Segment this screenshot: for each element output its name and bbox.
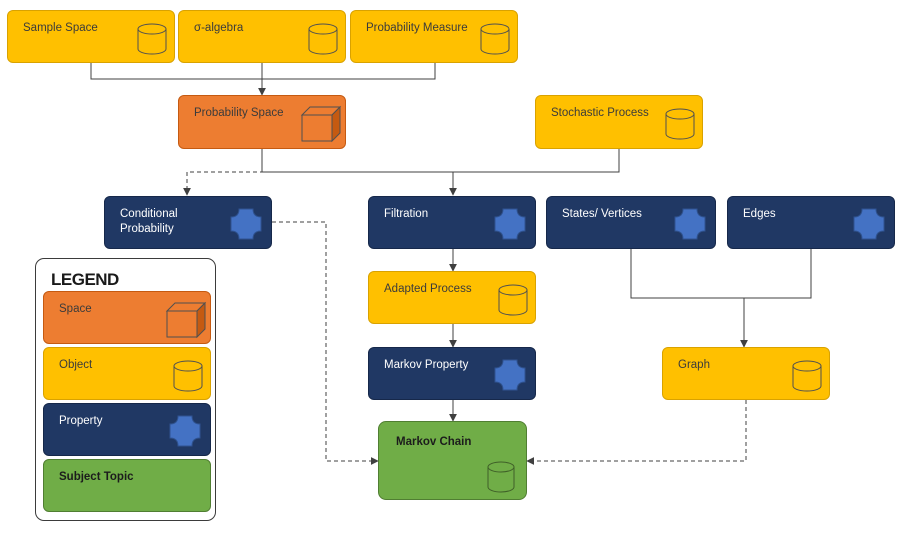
node-label: Probability Measure — [366, 22, 468, 34]
probability-measure-node[interactable]: Probability Measure — [350, 10, 518, 63]
cube-icon — [165, 301, 207, 339]
node-label: Probability Space — [194, 107, 284, 119]
node-label: Edges — [743, 208, 776, 220]
legend: LEGEND Space Object Property Subject Top… — [35, 258, 216, 521]
cylinder-icon — [137, 23, 167, 55]
node-label: Sample Space — [23, 22, 98, 34]
node-label: Markov Property — [384, 359, 469, 371]
stochastic-process-node[interactable]: Stochastic Process — [535, 95, 703, 149]
cube-icon — [300, 105, 342, 143]
connector-probability-space — [261, 149, 620, 173]
node-label: Adapted Process — [384, 283, 472, 295]
legend-label: Space — [59, 303, 92, 315]
connector-states-edges — [630, 248, 812, 299]
cylinder-icon — [480, 23, 510, 55]
node-label: σ-algebra — [194, 22, 244, 34]
legend-label: Object — [59, 359, 93, 371]
cylinder-icon — [308, 23, 338, 55]
plus-shape-icon — [494, 208, 526, 240]
plus-shape-icon — [494, 359, 526, 391]
legend-item-property: Property — [43, 403, 211, 456]
node-label: States/ Vertices — [562, 208, 642, 220]
markov-property-node[interactable]: Markov Property — [368, 347, 536, 400]
node-label: Graph — [678, 359, 710, 371]
cylinder-icon — [498, 284, 528, 316]
dashed-connector-conditional — [183, 171, 453, 196]
legend-label: Subject Topic — [59, 471, 134, 483]
plus-shape-icon — [169, 415, 201, 447]
legend-item-space: Space — [43, 291, 211, 344]
sigma-algebra-node[interactable]: σ-algebra — [178, 10, 346, 63]
dashed-connector-graph-chain — [526, 400, 747, 465]
cylinder-icon — [487, 461, 515, 493]
edges-node[interactable]: Edges — [727, 196, 895, 249]
sample-space-node[interactable]: Sample Space — [7, 10, 175, 63]
filtration-node[interactable]: Filtration — [368, 196, 536, 249]
node-label: Conditional Probability — [120, 208, 178, 235]
states-vertices-node[interactable]: States/ Vertices — [546, 196, 716, 249]
dashed-connector-conditional-chain — [272, 221, 379, 465]
cylinder-icon — [173, 360, 203, 392]
legend-label: Property — [59, 415, 103, 427]
legend-item-object: Object — [43, 347, 211, 400]
legend-title: LEGEND — [51, 270, 119, 289]
node-label: Filtration — [384, 208, 429, 220]
node-label: Stochastic Process — [551, 107, 649, 119]
graph-node[interactable]: Graph — [662, 347, 830, 400]
connector-sample-space — [90, 62, 436, 80]
markov-chain-node[interactable]: Markov Chain — [378, 421, 527, 500]
plus-shape-icon — [230, 208, 262, 240]
plus-shape-icon — [674, 208, 706, 240]
cylinder-icon — [665, 108, 695, 140]
adapted-process-node[interactable]: Adapted Process — [368, 271, 536, 324]
plus-shape-icon — [853, 208, 885, 240]
conditional-probability-node[interactable]: Conditional Probability — [104, 196, 272, 249]
node-label: Markov Chain — [396, 436, 472, 448]
legend-item-subject-topic: Subject Topic — [43, 459, 211, 512]
cylinder-icon — [792, 360, 822, 392]
probability-space-node[interactable]: Probability Space — [178, 95, 346, 149]
